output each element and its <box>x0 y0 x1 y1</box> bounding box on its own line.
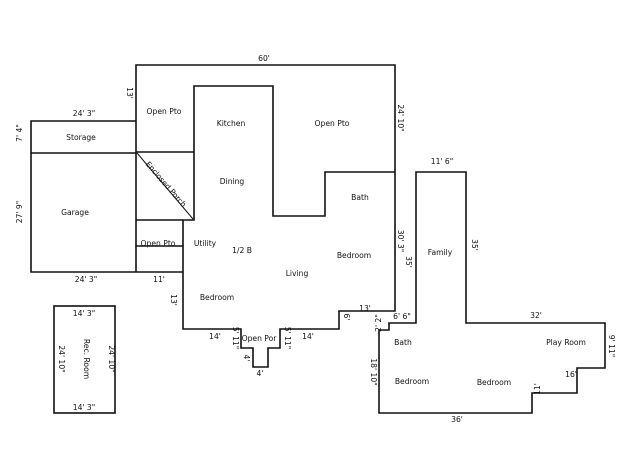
dim-storage-top: 24' 3" <box>73 109 96 118</box>
room-living: Living <box>286 269 309 278</box>
main-house-outline <box>135 64 396 368</box>
room-rec-room: Rec. Room <box>82 339 91 379</box>
room-labels: Open Pto Kitchen Open Pto Storage Enclos… <box>61 107 586 387</box>
room-bath-wing: Bath <box>394 338 412 347</box>
dim-porch-bottom: 4' <box>257 369 264 378</box>
room-open-pto-right: Open Pto <box>315 119 350 128</box>
room-play-room: Play Room <box>546 338 586 347</box>
dim-main-right-lower: 30' 3" <box>396 230 405 253</box>
dimension-labels: 60' 24' 10" 13' 24' 3" 7' 4" 27' 9" 24' … <box>15 54 616 424</box>
dim-wing-left: 18' 10" <box>369 358 378 385</box>
room-family: Family <box>428 248 453 257</box>
dim-rec-right: 24' 10" <box>107 345 116 372</box>
room-bedroom-wing-left: Bedroom <box>395 377 429 386</box>
dim-wing-bottom: 36' <box>451 415 463 424</box>
dim-living-left: 13' <box>169 294 178 306</box>
room-bedroom-wing-right: Bedroom <box>477 378 511 387</box>
storage-walls <box>30 120 136 154</box>
room-bath-main: Bath <box>351 193 369 202</box>
dim-open-pto-bottom: 11' <box>153 275 165 284</box>
dim-play-top: 32' <box>530 311 542 320</box>
room-garage: Garage <box>61 208 89 217</box>
dim-porch-right-drop: 5' 11" <box>283 327 292 350</box>
garage-walls <box>30 153 183 273</box>
dim-main-top: 60' <box>258 54 270 63</box>
walls <box>30 64 606 414</box>
dim-storage-side: 7' 4" <box>15 124 24 142</box>
room-open-pto-small: Open Pto <box>141 239 176 248</box>
dim-living-step-side: 6' <box>342 314 351 321</box>
dim-main-left-offset: 13' <box>125 87 134 99</box>
rec-room-walls <box>53 305 116 414</box>
room-open-pto-top: Open Pto <box>147 107 182 116</box>
dim-garage-bottom: 24' 3" <box>75 275 98 284</box>
room-kitchen: Kitchen <box>217 119 246 128</box>
dim-family-right: 35' <box>470 239 479 251</box>
room-bedroom-main-left: Bedroom <box>200 293 234 302</box>
room-storage: Storage <box>66 133 96 142</box>
room-bedroom-main-right: Bedroom <box>337 251 371 260</box>
enclosed-porch-walls <box>136 151 194 221</box>
dim-garage-side: 27' 9" <box>15 201 24 224</box>
room-dining: Dining <box>220 177 245 186</box>
dim-play-bottom: 16' <box>565 370 577 379</box>
dim-play-right: 9' 11" <box>607 335 616 358</box>
dim-family-left: 35' <box>404 256 413 268</box>
dim-rec-left: 24' 10" <box>57 345 66 372</box>
dim-main-right-upper: 24' 10" <box>396 104 405 131</box>
room-half-bath: 1/2 B <box>232 246 252 255</box>
dim-wing-step-small: 2' 2" <box>374 314 383 332</box>
dim-rec-bottom: 14' 3" <box>73 403 96 412</box>
dim-wing-step-top: 6' 6" <box>393 312 411 321</box>
dim-living-step-bottom: 13' <box>359 304 371 313</box>
dim-rec-top: 14' 3" <box>73 309 96 318</box>
wing-outline <box>378 171 606 414</box>
room-utility: Utility <box>194 239 217 248</box>
dim-porch-left-drop: 5' 11" <box>231 327 240 350</box>
room-open-por: Open Por <box>242 334 278 343</box>
dim-bottom-left: 14' <box>209 332 221 341</box>
porch-diagonal <box>136 152 194 220</box>
dim-bottom-right: 14' <box>302 332 314 341</box>
dim-family-top: 11' 6" <box>431 157 454 166</box>
kitchen-dining-walls <box>182 85 395 246</box>
room-enclosed-porch: Enclosed Porch <box>144 160 189 209</box>
dim-wing-notch: 11' <box>533 383 542 395</box>
dim-porch-inner-left: 4' <box>242 355 251 362</box>
